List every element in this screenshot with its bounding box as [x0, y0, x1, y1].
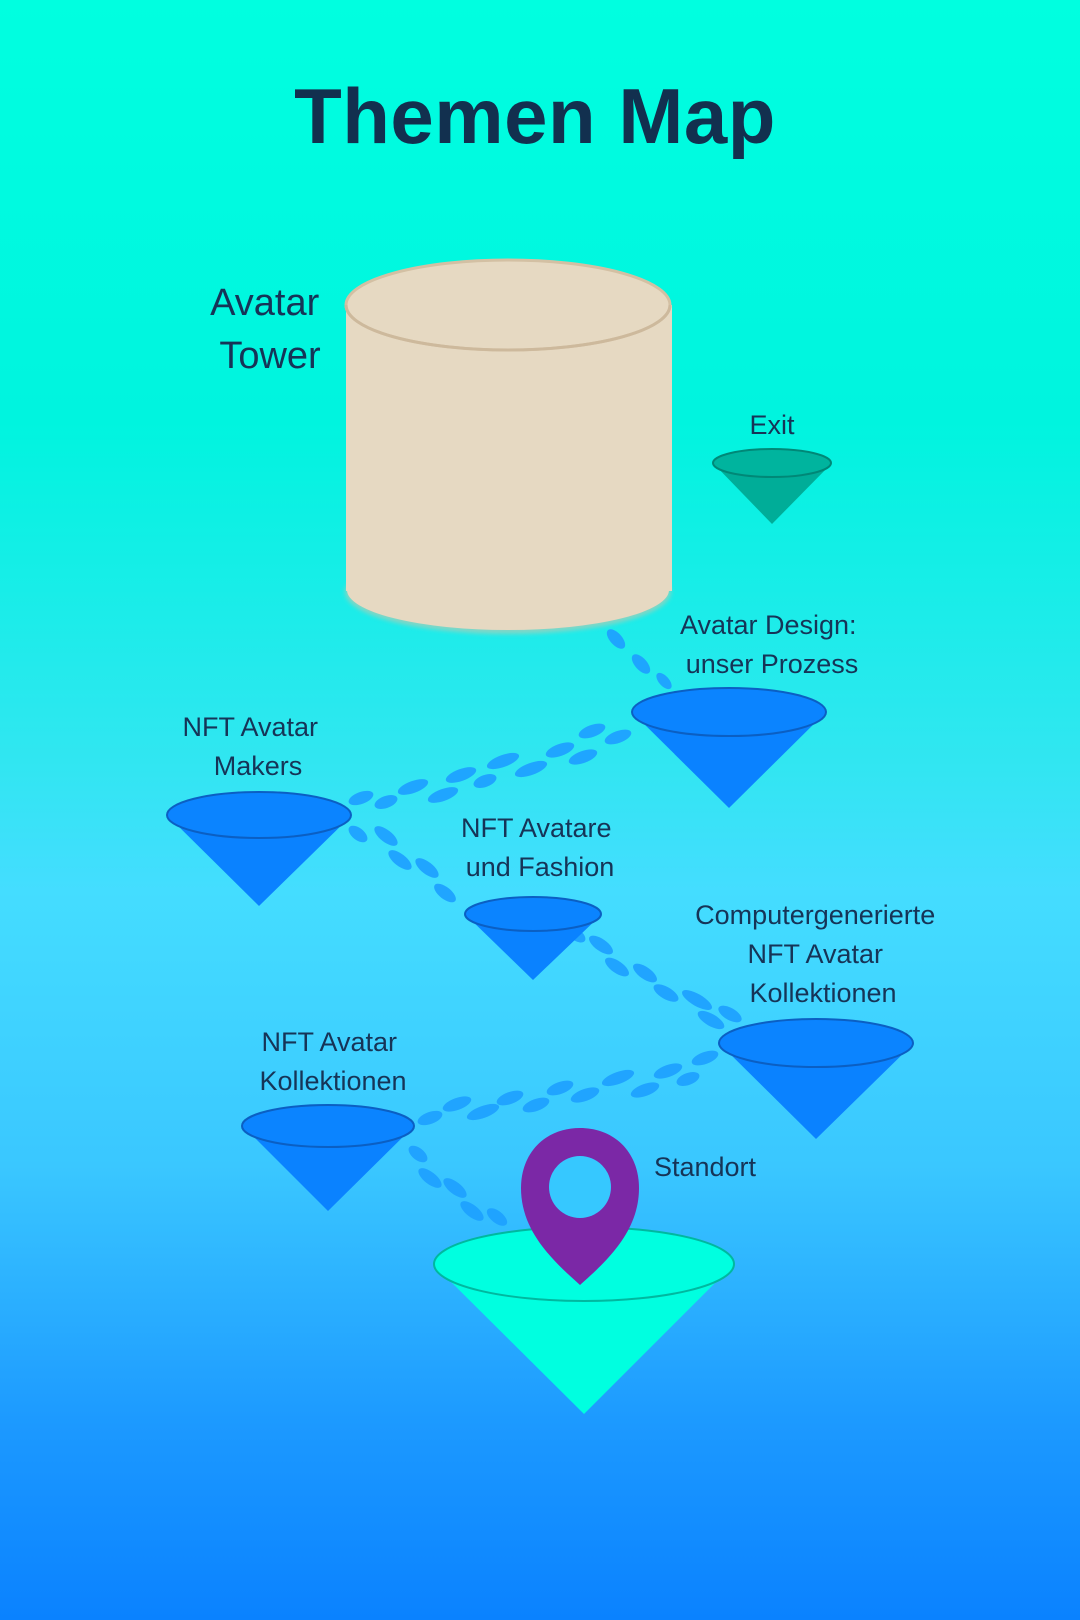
avatar-tower[interactable] [344, 258, 672, 634]
path-dots [348, 629, 742, 1226]
map-pin-icon [521, 1128, 639, 1285]
station-computergenerierte[interactable] [718, 1018, 914, 1139]
station-label-computergenerierte: Computergenerierte NFT Avatar Kollektion… [695, 900, 943, 1008]
station-label-nft-avatar-makers: NFT Avatar Makers [182, 712, 325, 781]
station-label-nft-avatar-kollektionen: NFT Avatar Kollektionen [259, 1027, 406, 1096]
station-label-nft-avatare-fashion: NFT Avatare und Fashion [461, 813, 619, 882]
station-exit[interactable] [712, 448, 832, 524]
station-nft-avatar-makers[interactable] [166, 791, 352, 906]
avatar-tower-label: Avatar Tower [210, 282, 330, 377]
page-title: Themen Map [294, 72, 776, 160]
station-label-exit: Exit [749, 410, 795, 440]
station-nft-avatare-fashion[interactable] [464, 896, 602, 980]
station-avatar-design[interactable] [631, 687, 827, 808]
location-label: Standort [654, 1152, 757, 1182]
station-label-avatar-design: Avatar Design: unser Prozess [680, 610, 864, 679]
station-nft-avatar-kollektionen[interactable] [241, 1104, 415, 1211]
